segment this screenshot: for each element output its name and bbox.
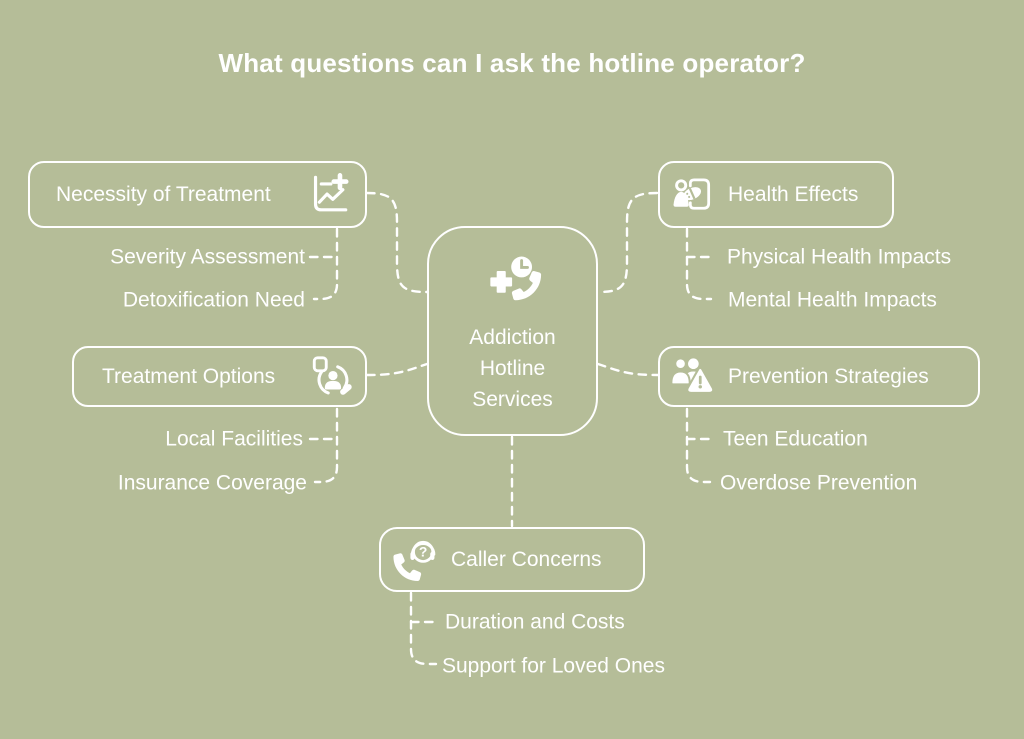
subtopic-detoxification-need: Detoxification Need xyxy=(122,288,305,312)
subtopic-support-for-loved-ones: Support for Loved Ones xyxy=(442,654,665,678)
subtopic-local-facilities: Local Facilities xyxy=(165,427,303,451)
svg-text:?: ? xyxy=(419,543,427,559)
people-warning-icon xyxy=(670,355,714,399)
medical-phone-clock-icon xyxy=(484,252,542,310)
subtopic-insurance-coverage: Insurance Coverage xyxy=(117,471,307,495)
subtopic-physical-health-impacts: Physical Health Impacts xyxy=(727,245,952,269)
node-label: Prevention Strategies xyxy=(728,365,929,388)
phone-question-icon: ? xyxy=(392,537,438,583)
assessment-chart-icon xyxy=(305,172,351,218)
node-treatment-options: Treatment Options xyxy=(72,346,367,407)
node-prevention-strategies: Prevention Strategies xyxy=(658,346,980,407)
person-medication-icon xyxy=(672,173,716,217)
node-label: Necessity of Treatment xyxy=(56,183,271,206)
node-health-effects: Health Effects xyxy=(658,161,894,228)
subtopic-mental-health-impacts: Mental Health Impacts xyxy=(728,288,937,312)
node-label: Health Effects xyxy=(728,183,859,206)
node-label: Treatment Options xyxy=(102,365,276,388)
center-node-label: Addiction Hotline Services xyxy=(469,326,556,411)
node-label: Caller Concerns xyxy=(451,548,602,571)
node-caller-concerns: ? Caller Concerns xyxy=(379,527,645,592)
subtopic-overdose-prevention: Overdose Prevention xyxy=(720,471,918,495)
subtopic-teen-education: Teen Education xyxy=(723,427,868,451)
subtopic-severity-assessment: Severity Assessment xyxy=(110,245,305,269)
subtopic-duration-and-costs: Duration and Costs xyxy=(445,610,625,634)
node-necessity-of-treatment: Necessity of Treatment xyxy=(28,161,367,228)
page-title: What questions can I ask the hotline ope… xyxy=(218,48,806,78)
user-profile-edit-icon xyxy=(309,354,355,400)
node-addiction-hotline-services: Addiction Hotline Services xyxy=(427,226,598,436)
